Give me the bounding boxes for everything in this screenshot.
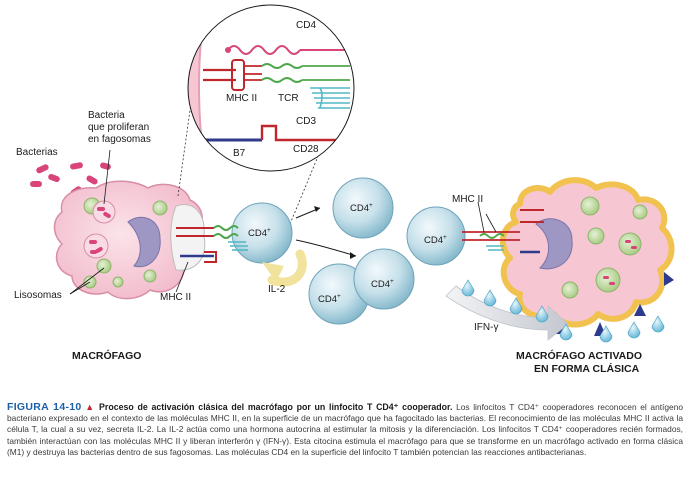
svg-text:CD4+: CD4+ xyxy=(371,278,394,290)
activation-diagram: CD4+ CD4+ CD4+ CD4+ xyxy=(14,4,675,375)
svg-text:CD4+: CD4+ xyxy=(248,227,271,239)
macrophage-activated xyxy=(499,177,675,336)
il2-arrowhead xyxy=(262,262,284,282)
label-activado-2: EN FORMA CLÁSICA xyxy=(534,362,640,375)
label-bacteria-proliferan: Bacteria xyxy=(88,110,125,121)
t-cell-at-activated: CD4+ xyxy=(406,206,520,266)
label-activado-1: MACRÓFAGO ACTIVADO xyxy=(516,349,642,362)
label-macrofago: MACRÓFAGO xyxy=(72,349,141,362)
arrow xyxy=(295,239,357,257)
label-mhc2-left: MHC II xyxy=(160,292,191,303)
label-mhc2-right: MHC II xyxy=(452,194,483,205)
t-cell-new-3: CD4+ xyxy=(353,248,415,310)
caption-title: Proceso de activación clásica del macróf… xyxy=(99,402,453,412)
caption-body: Los linfocitos T CD4⁺ cooperadores recon… xyxy=(7,402,684,457)
nucleus-left xyxy=(127,216,161,268)
svg-text:CD3: CD3 xyxy=(296,116,316,127)
svg-text:CD4: CD4 xyxy=(296,20,316,31)
svg-text:CD28: CD28 xyxy=(293,144,319,155)
svg-text:TCR: TCR xyxy=(278,93,299,104)
phagosome xyxy=(83,233,109,259)
ifn-droplets xyxy=(461,279,665,343)
svg-text:MHC II: MHC II xyxy=(226,93,257,104)
label-il2: IL-2 xyxy=(268,284,286,295)
svg-text:CD4+: CD4+ xyxy=(350,202,373,214)
phagosome xyxy=(92,200,116,224)
svg-text:B7: B7 xyxy=(233,148,246,159)
label-lisosomas: Lisosomas xyxy=(14,290,62,301)
svg-text:que proliferan: que proliferan xyxy=(88,122,149,133)
lysosome xyxy=(96,258,112,274)
svg-text:en fagosomas: en fagosomas xyxy=(88,134,151,145)
figure-number: FIGURA 14-10 xyxy=(7,401,82,413)
free-bacteria xyxy=(30,162,111,196)
lysosome xyxy=(152,200,168,216)
il2-loop xyxy=(267,249,307,287)
svg-text:CD4+: CD4+ xyxy=(424,234,447,246)
svg-text:CD4+: CD4+ xyxy=(318,293,341,305)
t-cell-attached: CD4+ xyxy=(213,202,293,264)
lysosome xyxy=(112,276,124,288)
triangle-marker-icon: ▲ xyxy=(85,402,96,412)
lysosome xyxy=(143,269,157,283)
t-cell-new-1: CD4+ xyxy=(332,177,394,239)
synapse-inset: CD4 MHC II TCR CD3 B7 CD28 xyxy=(187,4,355,172)
label-ifn: IFN-γ xyxy=(474,322,498,333)
macrophage-left xyxy=(53,180,217,300)
figure-caption: FIGURA 14-10 ▲ Proceso de activación clá… xyxy=(7,401,684,458)
label-bacterias: Bacterias xyxy=(16,147,58,158)
